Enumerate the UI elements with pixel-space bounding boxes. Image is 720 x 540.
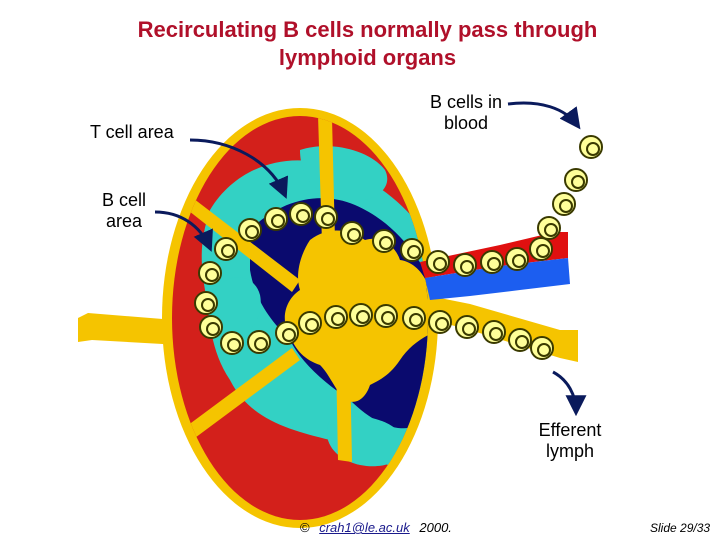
trabecula — [175, 192, 300, 292]
b-cell-icon — [428, 310, 452, 334]
b-cell-icon — [537, 216, 561, 240]
b-cell-icon — [264, 207, 288, 231]
t-cell-area-label: T cell area — [90, 122, 174, 142]
b-cell-group — [194, 135, 603, 360]
b-cell-area-label: B cell area — [101, 190, 146, 231]
page-title: Recirculating B cells normally pass thro… — [137, 17, 598, 70]
t-zone-patch-left — [213, 277, 261, 340]
b-cell-icon — [564, 168, 588, 192]
slide-number: Slide 29/33 — [650, 521, 711, 535]
b-cell-icon — [426, 250, 450, 274]
footer-year: 2000. — [419, 520, 452, 535]
b-cell-icon — [340, 221, 364, 245]
b-cell-icon — [579, 135, 603, 159]
b-cell-icon — [529, 237, 553, 261]
footer: © crah1@le.ac.uk 2000. — [300, 520, 452, 535]
b-cell-icon — [453, 253, 477, 277]
b-cell-icon — [214, 237, 238, 261]
b-cell-icon — [482, 320, 506, 344]
b-cell-icon — [194, 291, 218, 315]
trabecula — [172, 348, 300, 452]
b-cell-icon — [289, 202, 313, 226]
b-cell-icon — [400, 238, 424, 262]
arrow-icon — [189, 138, 289, 199]
b-cell-icon — [298, 311, 322, 335]
b-cell-icon — [220, 331, 244, 355]
b-cell-icon — [349, 303, 373, 327]
author-email-link[interactable]: crah1@le.ac.uk — [319, 520, 410, 535]
b-cell-icon — [238, 218, 262, 242]
arrow-icon — [552, 370, 587, 417]
b-cell-icon — [314, 205, 338, 229]
b-cell-icon — [552, 192, 576, 216]
b-cell-icon — [324, 305, 348, 329]
b-cell-icon — [402, 306, 426, 330]
b-cell-icon — [199, 315, 223, 339]
arrow-icon — [154, 210, 213, 252]
blood-vessel-vein — [425, 258, 570, 300]
efferent-lymph-label: Efferent lymph — [538, 420, 602, 461]
b-cell-icon — [374, 304, 398, 328]
b-cell-icon — [480, 250, 504, 274]
arrow-icon — [507, 101, 581, 130]
b-cell-icon — [198, 261, 222, 285]
b-cell-icon — [372, 229, 396, 253]
copyright-symbol: © — [300, 520, 310, 535]
b-cell-icon — [247, 330, 271, 354]
b-cell-icon — [455, 315, 479, 339]
b-cell-icon — [505, 247, 529, 271]
b-cells-in-blood-label: B cells in blood — [429, 92, 503, 133]
b-cell-icon — [275, 321, 299, 345]
b-cell-icon — [530, 336, 554, 360]
b-cell-icon — [508, 328, 532, 352]
